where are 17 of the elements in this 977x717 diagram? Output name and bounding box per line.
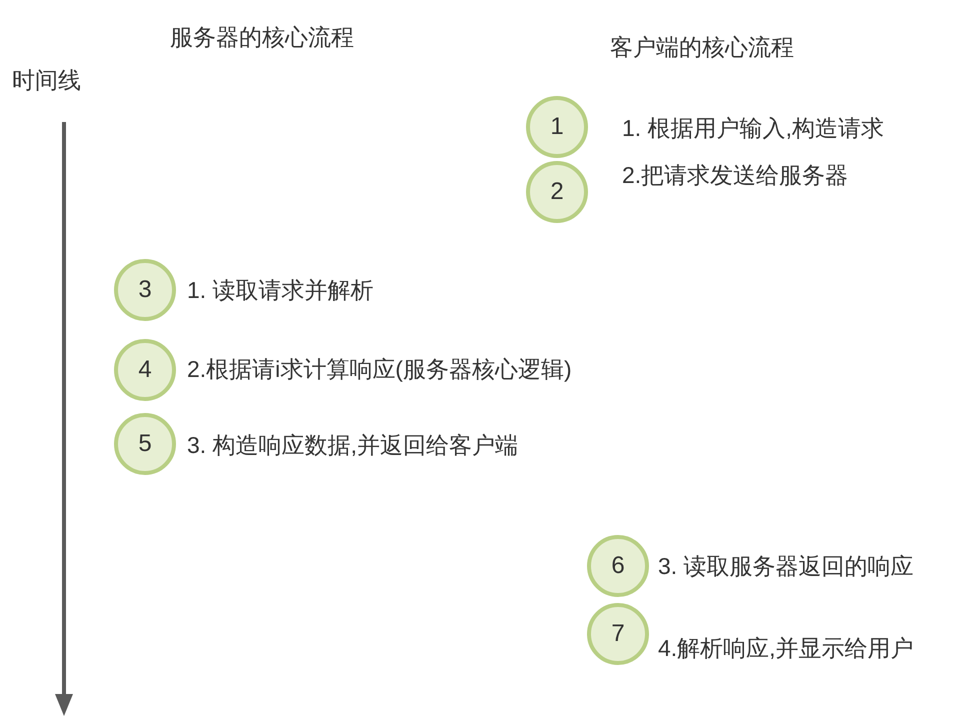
step-text: 3. 构造响应数据,并返回给客户端	[187, 431, 518, 460]
step-circle: 1	[526, 96, 588, 158]
column-heading: 客户端的核心流程	[610, 33, 794, 62]
step-circle: 6	[587, 535, 649, 597]
step-circle: 2	[526, 161, 588, 223]
step-text: 4.解析响应,并显示给用户	[658, 634, 914, 663]
step-text: 2.把请求发送给服务器	[622, 161, 848, 190]
axis-label: 时间线	[12, 66, 81, 95]
step-circle: 4	[114, 339, 176, 401]
column-heading: 服务器的核心流程	[170, 23, 354, 52]
step-text: 3. 读取服务器返回的响应	[658, 552, 914, 581]
step-text: 1. 读取请求并解析	[187, 276, 374, 305]
step-circle: 7	[587, 603, 649, 665]
step-text: 2.根据请i求计算响应(服务器核心逻辑)	[187, 355, 572, 384]
step-circle: 3	[114, 259, 176, 321]
step-circle: 5	[114, 413, 176, 475]
step-text: 1. 根据用户输入,构造请求	[622, 114, 884, 143]
